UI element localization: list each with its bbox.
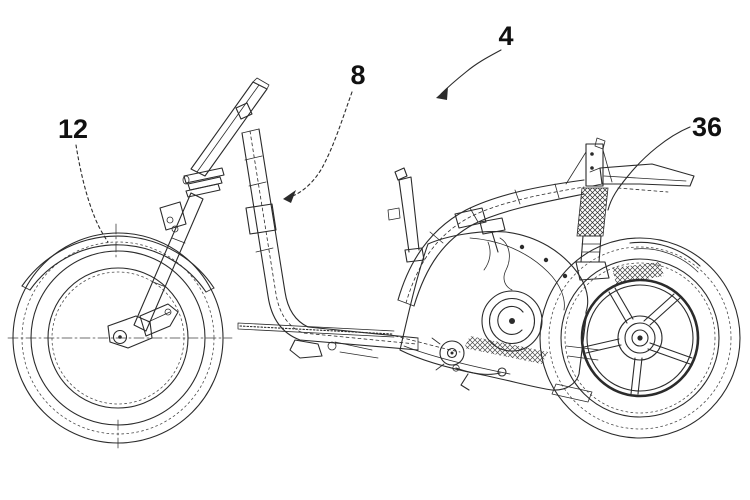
front-axle-clamp: [107, 315, 153, 349]
leader-line-4: [440, 49, 502, 95]
front-wheel: [7, 223, 233, 451]
idler-pulley: [431, 337, 465, 371]
intake-manifold: [454, 207, 513, 291]
shock-spring: [576, 187, 609, 237]
main-frame: [237, 128, 461, 359]
callout-4: 4: [436, 21, 514, 100]
leader-line-12: [75, 144, 109, 243]
seat-post-bracket: [387, 167, 425, 263]
rear-shock-absorber: [565, 137, 613, 281]
engine-transmission: [399, 207, 589, 391]
steering-clamp: [235, 102, 253, 120]
rim-spokes: [583, 287, 693, 395]
callout-12: 12: [58, 114, 109, 243]
floorboard: [237, 322, 395, 338]
brake-caliper: [139, 303, 179, 337]
leader-arrowhead-8: [283, 190, 296, 203]
callout-label-12: 12: [58, 114, 88, 144]
front-fender: [21, 235, 215, 293]
callout-36: 36: [607, 112, 722, 211]
stand-bracket: [289, 339, 323, 359]
leader-line-36: [607, 126, 691, 211]
shock-top-mount: [585, 143, 604, 187]
leader-line-8: [289, 91, 353, 198]
side-stand-linkage: [452, 364, 507, 391]
rim-vents: [612, 262, 664, 284]
frame-gusset: [245, 203, 277, 235]
callout-label-4: 4: [498, 21, 513, 51]
rear-hugger: [629, 241, 701, 267]
front-fork: [107, 77, 270, 349]
belt-hatch: [464, 336, 548, 364]
fork-reflector: [159, 201, 187, 231]
shock-bottom-mount: [575, 261, 610, 281]
callout-8: 8: [283, 60, 366, 203]
callout-label-36: 36: [692, 112, 722, 142]
rear-wheel: [539, 237, 741, 439]
leader-arrowhead-4: [436, 87, 448, 100]
rear-rack: [589, 163, 695, 193]
callout-label-8: 8: [350, 60, 365, 90]
seat-rail: [387, 167, 585, 307]
